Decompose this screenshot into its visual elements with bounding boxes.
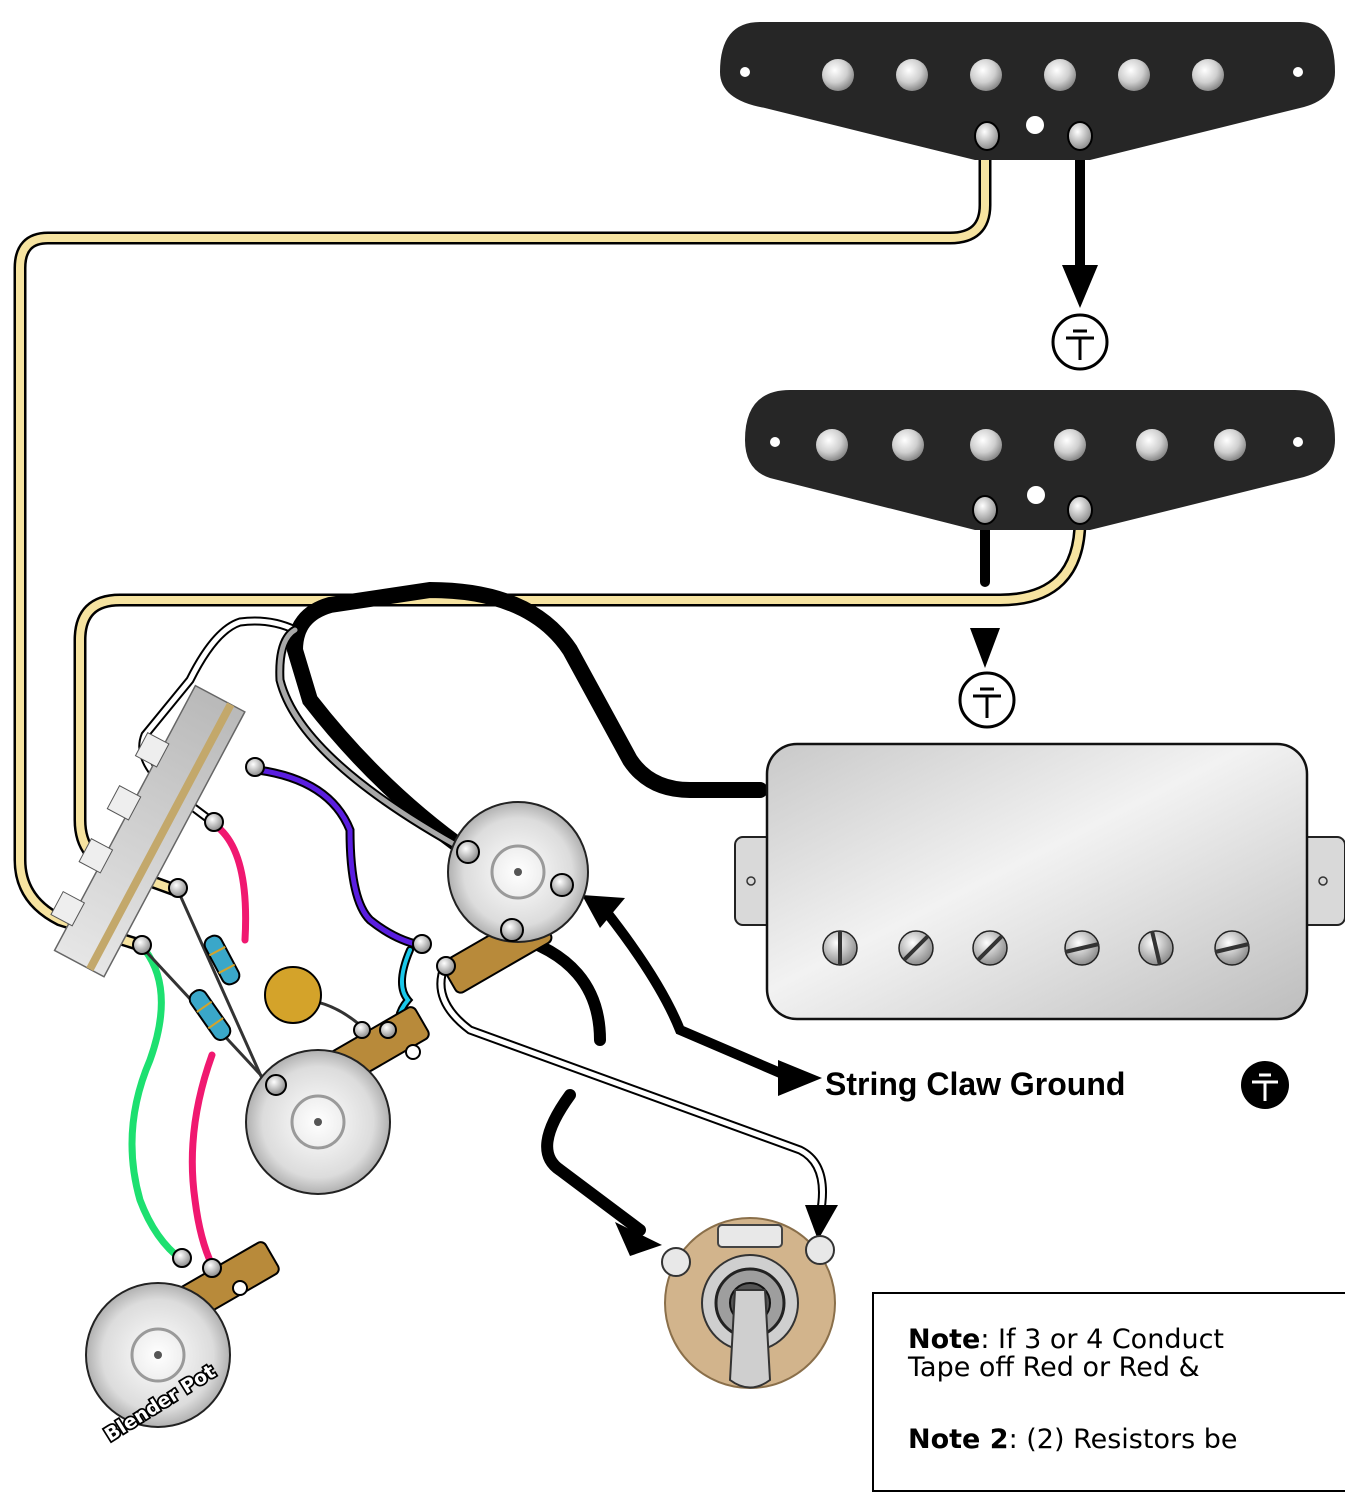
resistor-lead-1 [178, 894, 267, 1086]
ground-symbol-icon [958, 671, 1016, 729]
wire-gray [275, 625, 473, 857]
five-way-switch [50, 684, 246, 978]
arrow-claw-up [582, 895, 625, 928]
neck-pickup [720, 22, 1335, 160]
volume-pot [412, 801, 589, 994]
tone-capacitor [264, 966, 361, 1027]
note-label: Note [908, 1324, 981, 1355]
resistor-2 [188, 989, 232, 1041]
resistor-1 [203, 934, 241, 986]
note-line-1: Note: If 3 or 4 Conduct [908, 1326, 1345, 1354]
wire-claw-ground [601, 906, 787, 1080]
middle-pickup [745, 390, 1335, 530]
wire-humbucker-lead [286, 581, 768, 860]
note-box: Note: If 3 or 4 Conduct Tape off Red or … [872, 1292, 1345, 1492]
string-claw-label: String Claw Ground [825, 1066, 1125, 1102]
tone-pot [245, 1006, 430, 1195]
wiring-diagram: Blender Pot String Claw Ground [13, 22, 1345, 1448]
note2-label: Note 2 [908, 1424, 1009, 1455]
output-jack [661, 1217, 836, 1389]
wire-purple [253, 765, 425, 950]
arrow-neck-ground [1062, 265, 1098, 308]
wire-pot-ground-2 [541, 1089, 646, 1236]
note-line-2: Tape off Red or Red & [908, 1352, 1200, 1383]
switch-lugs [132, 757, 265, 955]
arrow-middle-ground [970, 628, 1000, 668]
arrow-jack-ground [615, 1222, 662, 1256]
wire-jack-hot [436, 960, 827, 1220]
note-text-1: : If 3 or 4 Conduct [980, 1324, 1224, 1355]
note-text-3: : (2) Resistors be [1008, 1424, 1238, 1455]
arrow-jack-hot [805, 1205, 838, 1240]
arrow-claw-right [778, 1060, 822, 1096]
note-line-3: Note 2: (2) Resistors be [908, 1426, 1345, 1454]
blender-pot: Blender Pot [85, 1241, 280, 1448]
wire-white-loop [138, 616, 300, 825]
ground-symbol-icon [1241, 1061, 1289, 1109]
wire-pink-bottom [188, 1051, 216, 1269]
wire-pink-top [211, 821, 250, 944]
bridge-humbucker [734, 742, 1345, 1021]
wire-green [128, 946, 186, 1264]
wire-neck-hot [13, 133, 992, 952]
ground-symbol-icon [1051, 313, 1109, 371]
